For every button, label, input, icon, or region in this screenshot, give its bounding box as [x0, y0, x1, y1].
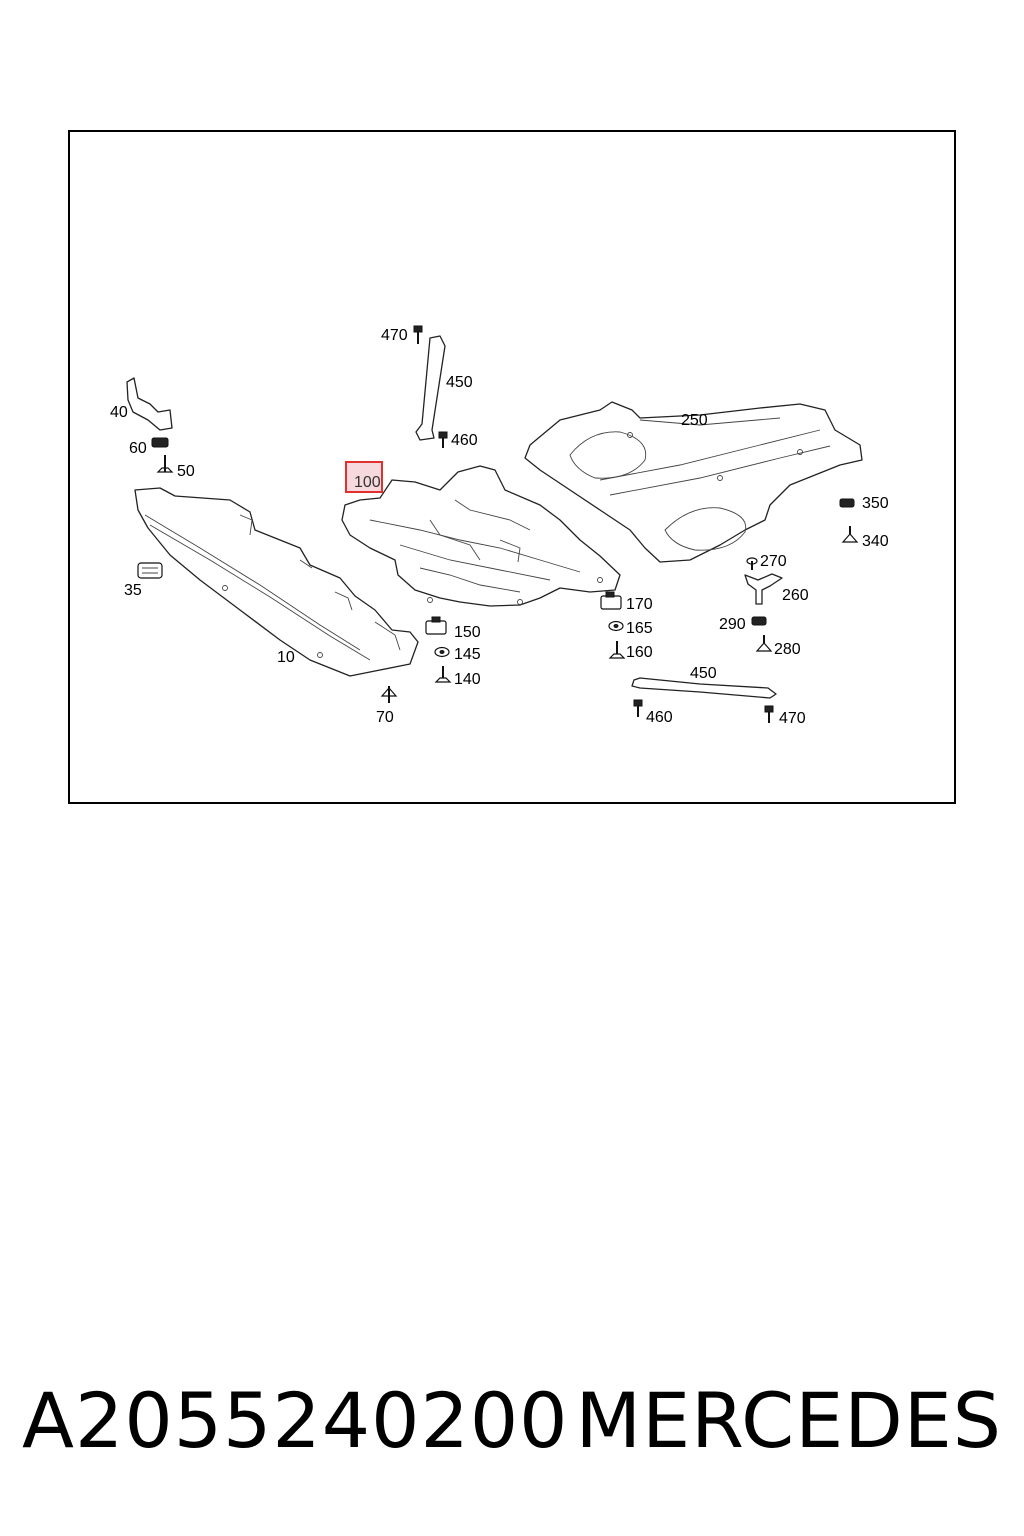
callout-140[interactable]: 140: [454, 671, 481, 688]
part-260-bracket[interactable]: [744, 573, 783, 605]
highlight-box-100: [345, 461, 383, 493]
callout-170[interactable]: 170: [626, 596, 653, 613]
part-50-screw[interactable]: [156, 455, 174, 473]
callout-340[interactable]: 340: [862, 533, 889, 550]
callout-10[interactable]: 10: [277, 649, 295, 666]
part-145-washer[interactable]: [434, 646, 450, 658]
callout-165[interactable]: 165: [626, 620, 653, 637]
callout-50[interactable]: 50: [177, 463, 195, 480]
callout-70[interactable]: 70: [376, 709, 394, 726]
callout-145[interactable]: 145: [454, 646, 481, 663]
part-460-bolt-lower[interactable]: [633, 699, 643, 717]
callout-460-lower[interactable]: 460: [646, 709, 673, 726]
part-170-nut[interactable]: [600, 591, 622, 610]
callout-450-upper[interactable]: 450: [446, 374, 473, 391]
part-350-clip[interactable]: [839, 498, 855, 508]
part-40-bracket[interactable]: [126, 377, 173, 431]
part-150-nut[interactable]: [425, 616, 447, 635]
part-60-clip[interactable]: [151, 437, 169, 448]
callout-270[interactable]: 270: [760, 553, 787, 570]
part-165-washer[interactable]: [608, 620, 624, 632]
callout-470-upper[interactable]: 470: [381, 327, 408, 344]
part-270-screw[interactable]: [746, 557, 758, 570]
callout-450-lower[interactable]: 450: [690, 665, 717, 682]
callout-460-upper[interactable]: 460: [451, 432, 478, 449]
part-250-rear-panel[interactable]: [524, 401, 863, 563]
callout-470-lower[interactable]: 470: [779, 710, 806, 727]
part-470-bolt-lower[interactable]: [764, 705, 774, 723]
callout-280[interactable]: 280: [774, 641, 801, 658]
part-160-screw[interactable]: [608, 641, 626, 659]
callout-60[interactable]: 60: [129, 440, 147, 457]
part-450-strut-lower[interactable]: [631, 677, 777, 699]
callout-35[interactable]: 35: [124, 582, 142, 599]
callout-100[interactable]: 100: [354, 474, 381, 491]
part-470-bolt-upper[interactable]: [413, 325, 423, 344]
callout-160[interactable]: 160: [626, 644, 653, 661]
part-70-pin[interactable]: [380, 686, 398, 703]
footer: A2055240200 MERCEDES: [0, 1370, 1024, 1470]
part-35-clip[interactable]: [137, 562, 163, 579]
part-280-rivet[interactable]: [755, 635, 773, 652]
callout-290[interactable]: 290: [719, 616, 746, 633]
callout-260[interactable]: 260: [782, 587, 809, 604]
part-450-strut-upper[interactable]: [415, 335, 446, 441]
callout-350[interactable]: 350: [862, 495, 889, 512]
part-10-front-panel[interactable]: [134, 487, 419, 677]
part-number: A2055240200: [22, 1375, 569, 1465]
part-460-bolt-upper[interactable]: [438, 431, 448, 448]
callout-40[interactable]: 40: [110, 404, 128, 421]
part-290-clip[interactable]: [751, 616, 767, 626]
brand-name: MERCEDES: [575, 1375, 1002, 1465]
part-340-rivet[interactable]: [841, 526, 859, 543]
part-100-center-panel[interactable]: [341, 465, 621, 607]
callout-150[interactable]: 150: [454, 624, 481, 641]
part-140-screw[interactable]: [434, 666, 452, 683]
callout-250[interactable]: 250: [681, 412, 708, 429]
